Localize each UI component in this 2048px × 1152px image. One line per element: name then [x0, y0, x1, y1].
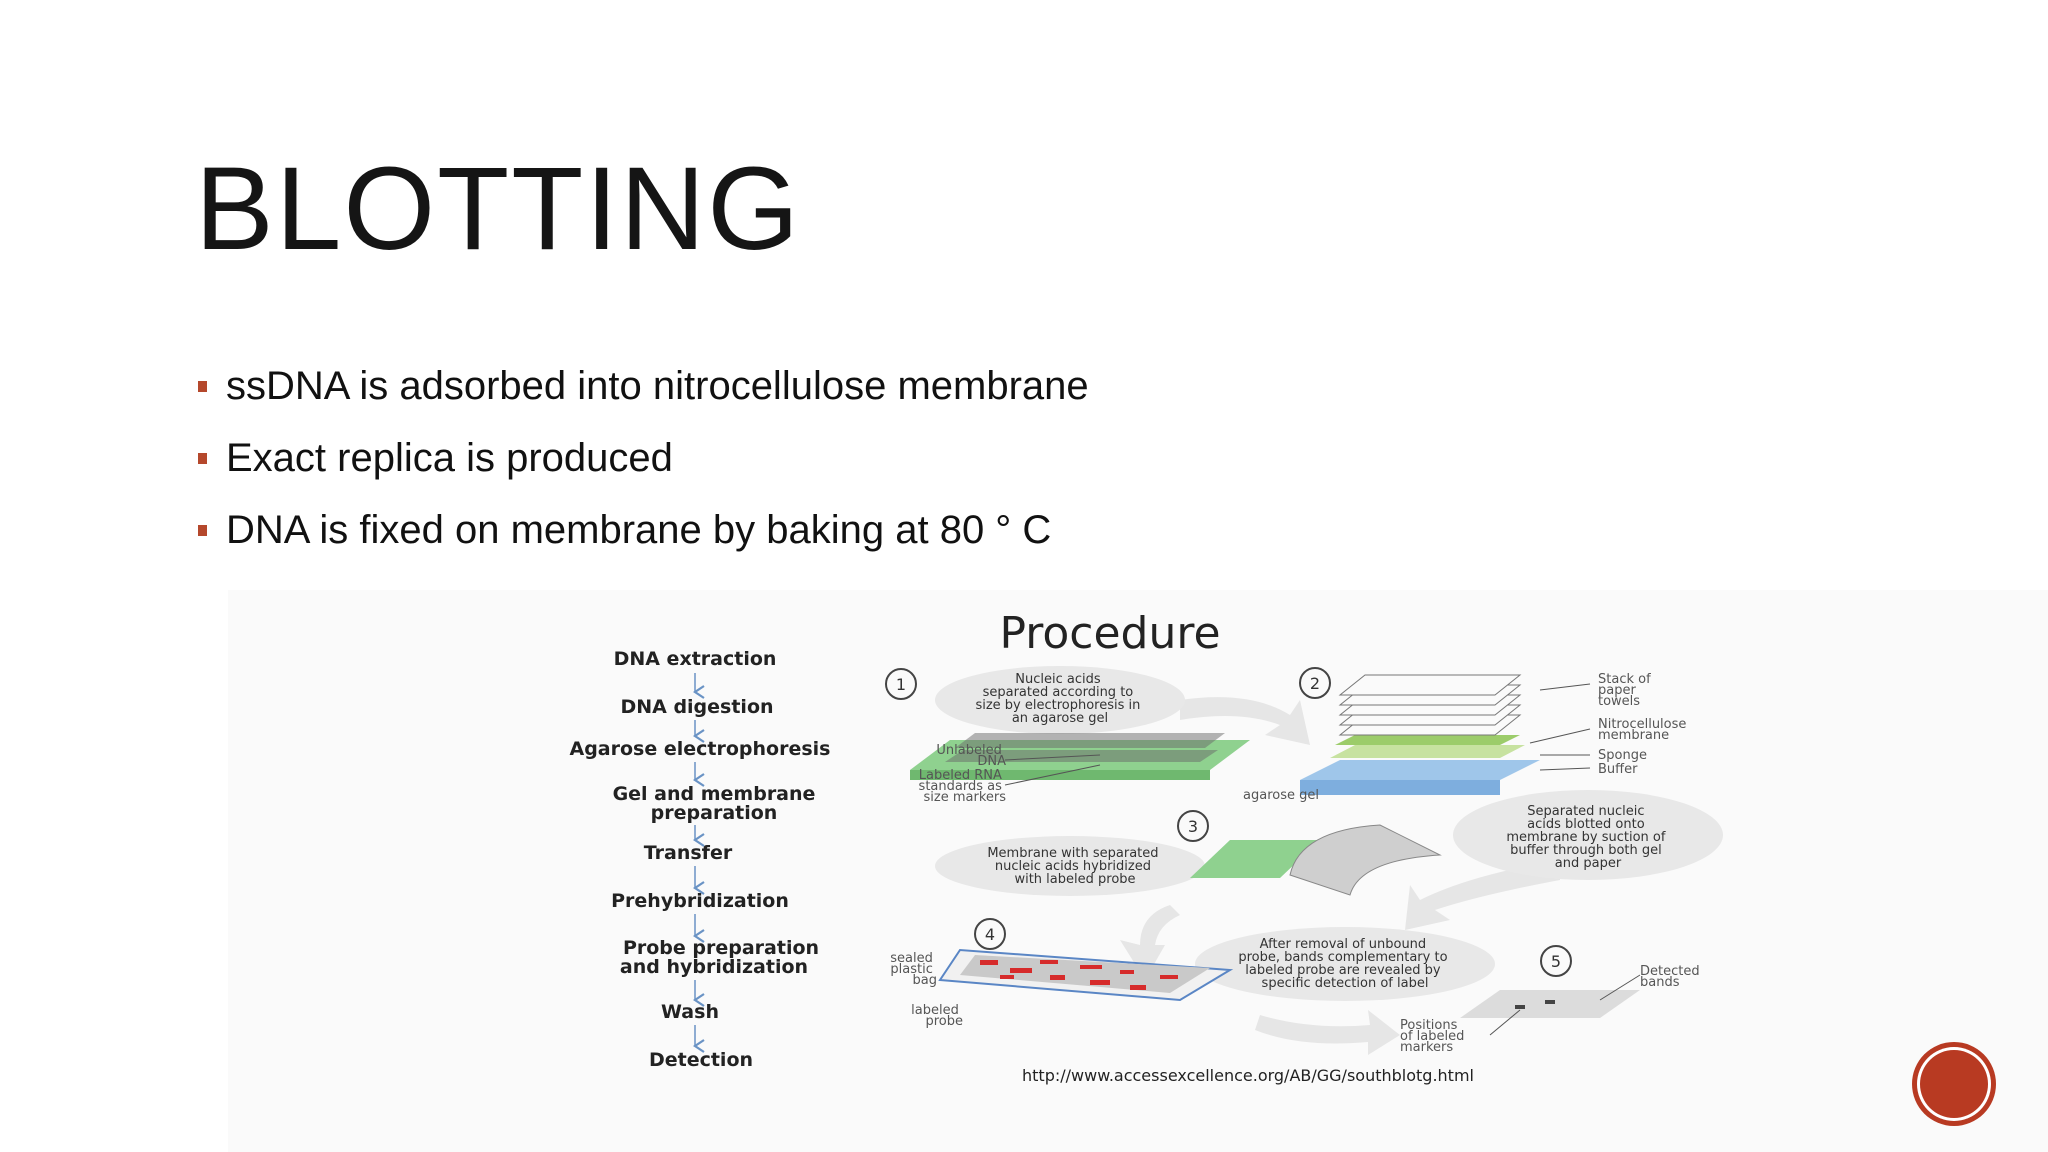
bullet-square-icon — [198, 525, 207, 536]
membrane-panel — [1190, 824, 1442, 896]
bullet-square-icon — [198, 453, 207, 464]
source-url: http://www.accessexcellence.org/AB/GG/so… — [1022, 1066, 1474, 1085]
procedure-title: Procedure — [999, 608, 1220, 659]
callout-bubbles — [935, 666, 1723, 1001]
labeled-probe-label: labeled probe — [911, 1003, 963, 1029]
bullet-item: ssDNA is adsorbed into nitrocellulose me… — [198, 360, 1089, 432]
flow-step: Agarose electrophoresis — [570, 738, 831, 760]
step-number: 3 — [1188, 817, 1198, 836]
detected-bands-label: Detected bands — [1640, 964, 1704, 990]
buffer-label: Buffer — [1598, 762, 1638, 777]
step-number-circles — [885, 667, 1572, 977]
positions-label: Positions of labeled markers — [1400, 1018, 1469, 1055]
bullet-text: ssDNA is adsorbed into nitrocellulose me… — [226, 364, 1089, 408]
sealed-bag-label: sealed plastic bag — [890, 951, 937, 988]
unlabeled-dna-label: Unlabeled DNA — [936, 743, 1006, 769]
flow-step: Prehybridization — [611, 890, 789, 912]
after-removal-callout: After removal of unbound probe, bands co… — [1238, 937, 1451, 991]
step-number: 2 — [1310, 674, 1320, 693]
slide-title: BLOTTING — [195, 143, 802, 275]
step-number: 5 — [1551, 952, 1561, 971]
bullet-item: Exact replica is produced — [198, 432, 1089, 504]
flow-step: Detection — [649, 1049, 753, 1071]
flow-step: Transfer — [644, 842, 733, 864]
agarose-gel-label: agarose gel — [1243, 788, 1319, 803]
slide-nav-button[interactable] — [1917, 1047, 1991, 1121]
step-number: 1 — [896, 675, 906, 694]
bullet-text: DNA is fixed on membrane by baking at 80… — [226, 508, 1052, 552]
leader-lines — [1004, 683, 1641, 1036]
bullet-square-icon — [198, 381, 207, 392]
process-arrows — [1120, 697, 1560, 1055]
nitrocellulose-label: Nitrocellulose membrane — [1598, 717, 1691, 743]
agarose-gel-panel — [910, 733, 1250, 780]
detection-panel — [1460, 990, 1640, 1018]
flow-step: DNA digestion — [620, 696, 773, 718]
separated-callout: Separated nucleic acids blotted onto mem… — [1506, 804, 1669, 871]
stack-paper-label: Stack of paper towels — [1598, 672, 1655, 709]
step-number: 4 — [985, 925, 995, 944]
membrane-callout: Membrane with separated nucleic acids hy… — [987, 846, 1162, 887]
blot-stack-panel — [1300, 674, 1540, 795]
sponge-label: Sponge — [1598, 748, 1647, 763]
step1-callout: Nucleic acids separated according to siz… — [975, 672, 1144, 726]
bullet-text: Exact replica is produced — [226, 436, 673, 480]
bullet-list: ssDNA is adsorbed into nitrocellulose me… — [198, 360, 1089, 576]
labeled-rna-label: Labeled RNA standards as size markers — [919, 768, 1007, 805]
sealed-bag-panel — [938, 948, 1234, 1002]
bullet-item: DNA is fixed on membrane by baking at 80… — [198, 504, 1089, 576]
flow-step: Wash — [661, 1001, 719, 1023]
flow-step: DNA extraction — [614, 648, 777, 670]
